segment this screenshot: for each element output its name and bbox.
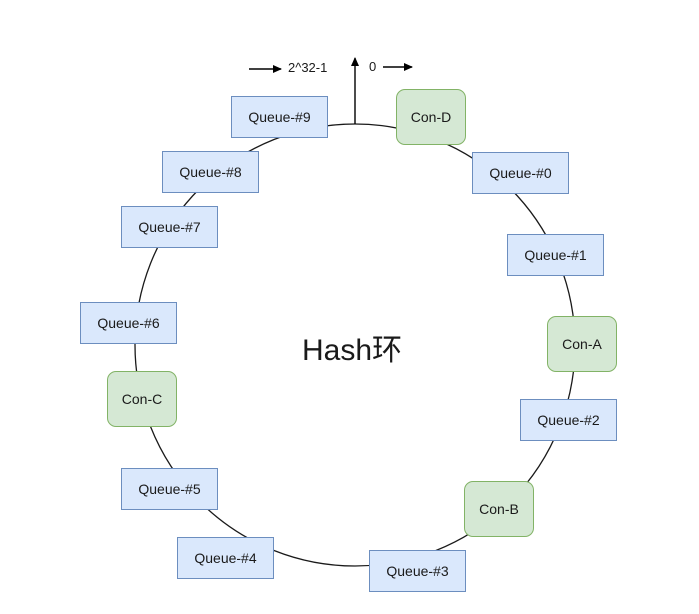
consumer-node-c: Con-C [107, 371, 177, 427]
consumer-label: Con-C [121, 391, 163, 407]
consumer-label: Con-B [479, 501, 519, 517]
hash-ring-label: Hash环 [302, 334, 403, 367]
consumer-label: Con-D [410, 109, 452, 125]
queue-label: Queue-#4 [194, 550, 257, 566]
queue-label: Queue-#0 [489, 165, 552, 181]
queue-node-3: Queue-#3 [369, 550, 466, 592]
queue-node-6: Queue-#6 [80, 302, 177, 344]
queue-node-8: Queue-#8 [162, 151, 259, 193]
consumer-label: Con-A [562, 336, 602, 352]
queue-label: Queue-#9 [248, 109, 311, 125]
queue-label: Queue-#3 [386, 563, 449, 579]
queue-node-7: Queue-#7 [121, 206, 218, 248]
queue-node-9: Queue-#9 [231, 96, 328, 138]
max-hash-marker: 2^32-1 [288, 60, 328, 75]
queue-label: Queue-#5 [138, 481, 201, 497]
consumer-node-b: Con-B [464, 481, 534, 537]
queue-label: Queue-#7 [138, 219, 201, 235]
queue-node-2: Queue-#2 [520, 399, 617, 441]
queue-label: Queue-#1 [524, 247, 587, 263]
queue-label: Queue-#2 [537, 412, 600, 428]
queue-node-4: Queue-#4 [177, 537, 274, 579]
queue-label: Queue-#8 [179, 164, 242, 180]
consumer-node-d: Con-D [396, 89, 466, 145]
queue-node-0: Queue-#0 [472, 152, 569, 194]
consumer-node-a: Con-A [547, 316, 617, 372]
queue-node-1: Queue-#1 [507, 234, 604, 276]
zero-hash-marker: 0 [369, 59, 377, 74]
queue-label: Queue-#6 [97, 315, 160, 331]
queue-node-5: Queue-#5 [121, 468, 218, 510]
